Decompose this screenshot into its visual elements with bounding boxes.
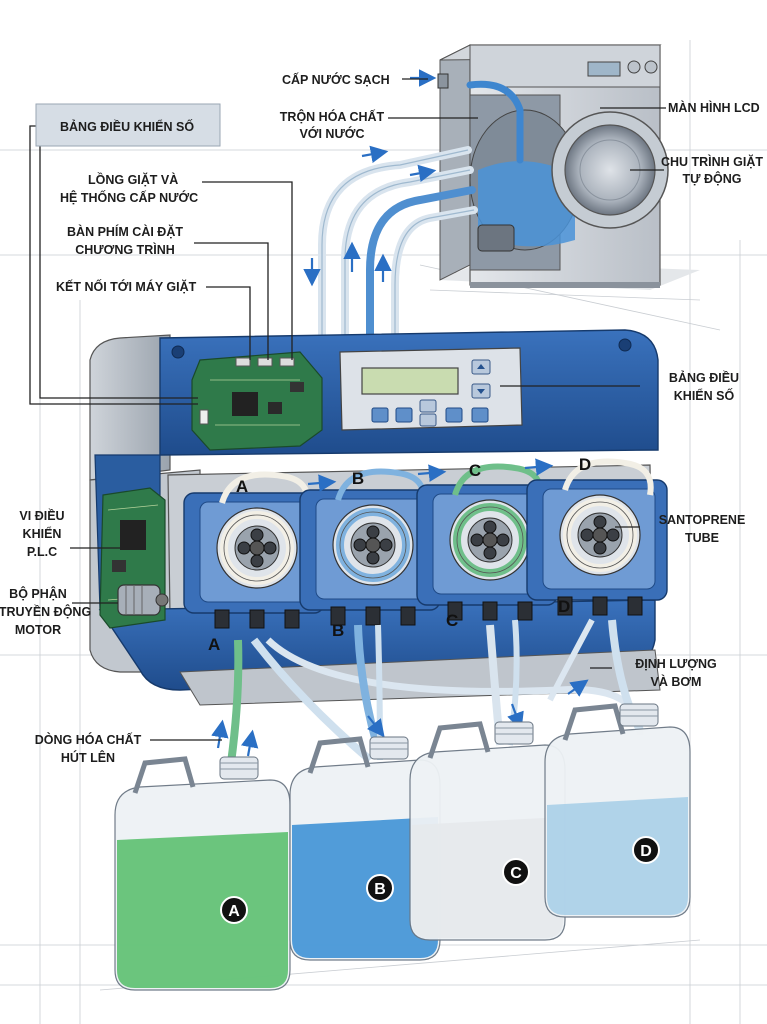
pump-top-label: D: [579, 455, 591, 474]
label-lcd-screen: MÀN HÌNH LCD: [668, 100, 760, 115]
pump-bottom-label: A: [208, 635, 220, 654]
label-panel-line1: BẢNG ĐIỀU: [669, 370, 739, 385]
label-keypad-line1: BÀN PHÍM CÀI ĐẶT: [67, 224, 183, 239]
jug-badge: [632, 836, 660, 864]
label-clean-water: CẤP NƯỚC SẠCH: [282, 72, 390, 87]
label-drum-line1: LỒNG GIẶT VÀ: [88, 172, 178, 187]
pump-bottom-label: C: [446, 611, 458, 630]
washer-knob-icon: [627, 60, 641, 74]
jug-liquid: [117, 832, 288, 988]
key-menu-button[interactable]: [371, 407, 389, 423]
label-motor-line1: BỘ PHẬN: [9, 586, 67, 601]
flow-arrows-mid: [211, 458, 589, 757]
label-motor-line2: TRUYỀN ĐỘNG: [0, 604, 91, 619]
label-cycle-line1: CHU TRÌNH GIẶT: [661, 154, 763, 169]
label-motor-line3: MOTOR: [15, 623, 61, 637]
peristaltic-pump-d: DD: [526, 455, 668, 616]
label-keypad-line2: CHƯƠNG TRÌNH: [75, 242, 175, 257]
chemical-jug-b: B: [289, 736, 441, 961]
key-right-button[interactable]: [445, 407, 463, 423]
pump-bottom-label: B: [332, 621, 344, 640]
peristaltic-pump-c: CC: [416, 461, 558, 630]
washer-lcd-display: [587, 61, 621, 77]
jug-liquid: [547, 797, 688, 915]
pump-top-label: B: [352, 469, 364, 488]
peristaltic-pump-a: AA: [183, 471, 325, 654]
label-cycle-line2: TỰ ĐỘNG: [683, 171, 742, 186]
chemical-jug-a: A: [114, 756, 291, 991]
flow-arrows-top: [303, 69, 437, 287]
peristaltic-pump-b: BB: [299, 468, 441, 640]
label-connect: KẾT NỐI TỚI MÁY GIẶT: [56, 279, 197, 294]
jug-letter: D: [640, 843, 652, 860]
washing-machine: [437, 44, 700, 290]
label-tube-line1: SANTOPRENE: [659, 513, 746, 527]
label-dosing-line1: ĐỊNH LƯỢNG: [635, 657, 716, 671]
text-labels: CẤP NƯỚC SẠCH TRỘN HÓA CHẤT VỚI NƯỚC MÀN…: [0, 72, 763, 765]
label-suction-line2: HÚT LÊN: [61, 750, 115, 765]
label-plc-line2: KHIỂN: [23, 526, 62, 541]
jug-liquid: [292, 817, 438, 958]
label-dosing-line2: VÀ BƠM: [651, 674, 702, 689]
chemical-jugs: A B C D: [114, 703, 691, 991]
jug-liquid: [412, 817, 563, 938]
controller-lcd-screen: [361, 367, 459, 395]
pump-rotor-icon: [470, 520, 510, 560]
label-plc-line3: P.L.C: [27, 545, 57, 559]
label-suction-line1: DÒNG HÓA CHẤT: [35, 732, 142, 747]
top-circuit-board: [191, 351, 323, 451]
pump-rotor-icon: [353, 525, 393, 565]
callout-lines: [29, 78, 666, 741]
motor-drive: [117, 584, 169, 616]
key-nav-down-button[interactable]: [419, 413, 437, 427]
digital-control-panel: [339, 347, 523, 431]
label-mix-line2: VỚI NƯỚC: [299, 126, 364, 141]
suction-tubes: [226, 618, 644, 771]
pump-rotor-icon: [237, 528, 277, 568]
washer-motor: [477, 224, 515, 252]
label-digital-panel-box: BẢNG ĐIỀU KHIỂN SỐ: [60, 119, 194, 134]
jug-badge: [366, 874, 394, 902]
chemical-jug-d: D: [544, 703, 691, 918]
key-enter-button[interactable]: [471, 407, 489, 423]
pump-top-label: A: [236, 477, 248, 496]
jug-badge: [220, 896, 248, 924]
washer-knob-icon: [644, 60, 658, 74]
chemical-jug-c: C: [409, 721, 566, 941]
label-tube-line2: TUBE: [685, 531, 719, 545]
key-nav-up-button[interactable]: [419, 399, 437, 413]
jug-letter: B: [374, 881, 386, 898]
label-panel-line2: KHIỂN SỐ: [674, 388, 735, 403]
jug-letter: A: [228, 903, 240, 920]
label-mix-line1: TRỘN HÓA CHẤT: [280, 109, 385, 124]
jug-letter: C: [510, 865, 522, 882]
pump-rotor-icon: [580, 515, 620, 555]
pump-top-label: C: [469, 461, 481, 480]
pump-bottom-label: D: [558, 597, 570, 616]
label-drum-line2: HỆ THỐNG CẤP NƯỚC: [60, 190, 198, 205]
key-left-button[interactable]: [395, 407, 413, 423]
jug-badge: [502, 858, 530, 886]
label-plc-line1: VI ĐIỀU: [19, 508, 64, 523]
digital-panel-label-box: [35, 103, 221, 147]
